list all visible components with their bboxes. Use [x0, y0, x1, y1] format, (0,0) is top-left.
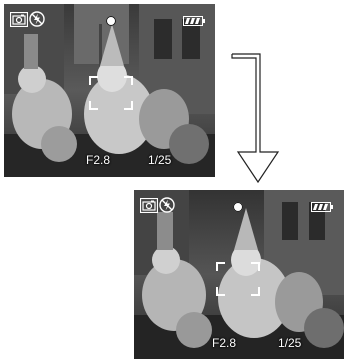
flash-off-icon	[29, 11, 45, 27]
af-frame-icon	[216, 262, 260, 296]
scene-photo	[4, 4, 215, 177]
camera-icon	[140, 198, 158, 213]
battery-full-icon	[183, 16, 205, 26]
camera-screen-before: F2.8 1/25	[4, 4, 215, 177]
shutter-speed-readout: 1/25	[148, 153, 172, 167]
af-frame-icon	[89, 76, 133, 110]
aperture-readout: F2.8	[212, 336, 237, 350]
camera-icon	[10, 12, 28, 27]
focus-dot-icon	[106, 16, 116, 26]
aperture-readout: F2.8	[86, 153, 111, 167]
flash-off-icon	[159, 197, 175, 213]
scene-photo	[134, 190, 344, 359]
battery-full-icon	[311, 202, 333, 212]
down-arrow-icon	[231, 53, 280, 184]
shutter-speed-readout: 1/25	[278, 336, 302, 350]
camera-screen-after: F2.8 1/25	[134, 190, 344, 359]
focus-dot-icon	[233, 202, 243, 212]
